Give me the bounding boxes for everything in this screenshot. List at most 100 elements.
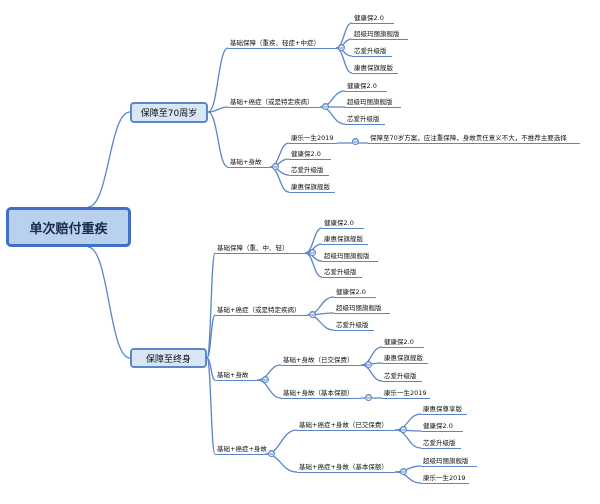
connector-line bbox=[256, 364, 282, 381]
connector-line bbox=[87, 246, 131, 359]
product-item[interactable]: 健康保2.0 bbox=[291, 150, 321, 158]
connector-line bbox=[206, 357, 216, 455]
product-item[interactable]: 健康保2.0 bbox=[336, 288, 366, 296]
product-item[interactable]: 康惠保旗舰版 bbox=[324, 235, 363, 243]
node-underline bbox=[281, 365, 361, 366]
node-underline bbox=[345, 124, 385, 125]
connector-line bbox=[304, 252, 323, 278]
node-underline bbox=[289, 175, 329, 176]
product-item[interactable]: 芯爱升级版 bbox=[324, 268, 357, 276]
node-underline bbox=[382, 347, 424, 348]
collapse-toggle-icon[interactable]: ⊖ bbox=[309, 310, 316, 318]
category-life-basic[interactable]: 基础保障（重、中、轻） bbox=[217, 244, 289, 252]
connector-line bbox=[256, 379, 282, 399]
category-70-cancer[interactable]: 基础+癌症（或是特定疾病） bbox=[230, 98, 314, 106]
product-item[interactable]: 健康保2.0 bbox=[347, 82, 377, 90]
product-item[interactable]: 芯爱升级版 bbox=[291, 166, 324, 174]
product-item[interactable]: 康惠保旗舰版 bbox=[291, 183, 330, 191]
connector-line bbox=[394, 471, 422, 484]
branch-lifetime[interactable]: 保障至终身 bbox=[130, 348, 207, 368]
product-item[interactable]: 康惠保旗舰版 bbox=[354, 64, 393, 72]
connector-line bbox=[394, 465, 422, 473]
node-underline bbox=[334, 297, 376, 298]
collapse-toggle-icon[interactable]: ⊖ bbox=[365, 393, 372, 401]
product-item[interactable]: 芯爱升级版 bbox=[384, 372, 417, 380]
product-item[interactable]: 康惠保尊享版 bbox=[423, 405, 462, 413]
subcategory-basic-amount[interactable]: 基础+癌症+身故（基本保额） bbox=[299, 463, 388, 471]
node-underline bbox=[368, 143, 580, 144]
collapse-toggle-icon[interactable]: ⊖ bbox=[352, 137, 359, 145]
node-underline bbox=[322, 228, 364, 229]
collapse-toggle-icon[interactable]: ⊖ bbox=[400, 467, 407, 475]
product-item[interactable]: 芯爱升级版 bbox=[347, 115, 380, 123]
product-item[interactable]: 康乐一生2019 bbox=[384, 389, 427, 397]
node-underline bbox=[352, 73, 398, 74]
node-underline bbox=[345, 107, 401, 108]
product-item[interactable]: 康乐一生2019 bbox=[423, 474, 466, 482]
node-underline bbox=[334, 330, 374, 331]
note-text[interactable]: 保障至70岁方案，应注重保障，身故责任意义不大，不推荐主要选择 bbox=[370, 134, 567, 142]
connector-line bbox=[206, 314, 216, 359]
category-life-cancer-death[interactable]: 基础+癌症+身故 bbox=[217, 445, 267, 453]
node-underline bbox=[281, 398, 361, 399]
node-underline bbox=[382, 381, 422, 382]
collapse-toggle-icon[interactable]: ⊖ bbox=[268, 449, 275, 457]
collapse-toggle-icon[interactable]: ⊖ bbox=[272, 162, 279, 170]
node-underline bbox=[421, 466, 477, 467]
collapse-toggle-icon[interactable]: ⊖ bbox=[262, 375, 269, 383]
product-item[interactable]: 超级玛丽旗舰版 bbox=[423, 457, 469, 465]
root-topic[interactable]: 单次赔付重疾 bbox=[6, 207, 131, 247]
category-70-basic[interactable]: 基础保障（重疾、轻症+中症） bbox=[230, 39, 320, 47]
node-underline bbox=[322, 261, 378, 262]
node-underline bbox=[228, 48, 336, 49]
node-underline bbox=[215, 315, 307, 316]
product-item[interactable]: 超级玛丽旗舰版 bbox=[336, 304, 382, 312]
connector-line bbox=[207, 106, 229, 113]
category-70-death[interactable]: 基础+身故 bbox=[230, 158, 262, 166]
product-item[interactable]: 芯爱升级版 bbox=[336, 321, 369, 329]
node-underline bbox=[228, 107, 320, 108]
node-underline bbox=[297, 430, 395, 431]
connector-line bbox=[394, 429, 422, 449]
product-item[interactable]: 健康保2.0 bbox=[384, 338, 414, 346]
subcategory-basic-amount[interactable]: 基础+身故（基本保额） bbox=[283, 389, 354, 397]
branch-70-years[interactable]: 保障至70周岁 bbox=[130, 102, 208, 123]
subcategory-paid[interactable]: 基础+癌症+身故（已交保费） bbox=[299, 421, 388, 429]
node-underline bbox=[421, 431, 463, 432]
node-underline bbox=[334, 313, 390, 314]
collapse-toggle-icon[interactable]: ⊖ bbox=[322, 102, 329, 110]
node-underline bbox=[421, 483, 469, 484]
node-underline bbox=[382, 398, 430, 399]
subcategory-paid[interactable]: 基础+身故（已交保费） bbox=[283, 356, 354, 364]
node-underline bbox=[322, 244, 368, 245]
node-underline bbox=[421, 414, 467, 415]
node-underline bbox=[352, 39, 408, 40]
node-underline bbox=[352, 56, 392, 57]
collapse-toggle-icon[interactable]: ⊖ bbox=[309, 248, 316, 256]
product-item[interactable]: 芯爱升级版 bbox=[354, 47, 387, 55]
collapse-toggle-icon[interactable]: ⊖ bbox=[400, 425, 407, 433]
product-item[interactable]: 超级玛丽旗舰版 bbox=[347, 98, 393, 106]
node-underline bbox=[289, 192, 335, 193]
product-item[interactable]: 超级玛丽旗舰版 bbox=[354, 30, 400, 38]
product-item[interactable]: 芯爱升级版 bbox=[423, 439, 456, 447]
node-underline bbox=[289, 143, 337, 144]
node-underline bbox=[345, 91, 387, 92]
collapse-toggle-icon[interactable]: ⊖ bbox=[338, 43, 345, 51]
node-underline bbox=[215, 253, 305, 254]
product-item[interactable]: 超级玛丽旗舰版 bbox=[324, 252, 370, 260]
node-underline bbox=[215, 454, 265, 455]
product-item[interactable]: 康乐一生2019 bbox=[291, 134, 334, 142]
category-life-death[interactable]: 基础+身故 bbox=[217, 371, 249, 379]
product-item[interactable]: 健康保2.0 bbox=[423, 422, 453, 430]
collapse-toggle-icon[interactable]: ⊖ bbox=[365, 360, 372, 368]
product-item[interactable]: 健康保2.0 bbox=[354, 14, 384, 22]
connector-line bbox=[207, 47, 229, 113]
node-underline bbox=[322, 277, 362, 278]
product-item[interactable]: 健康保2.0 bbox=[324, 219, 354, 227]
category-life-cancer[interactable]: 基础+癌症（或是特定疾病） bbox=[217, 306, 301, 314]
product-item[interactable]: 康惠保旗舰版 bbox=[384, 354, 423, 362]
node-underline bbox=[421, 448, 461, 449]
node-underline bbox=[382, 363, 428, 364]
